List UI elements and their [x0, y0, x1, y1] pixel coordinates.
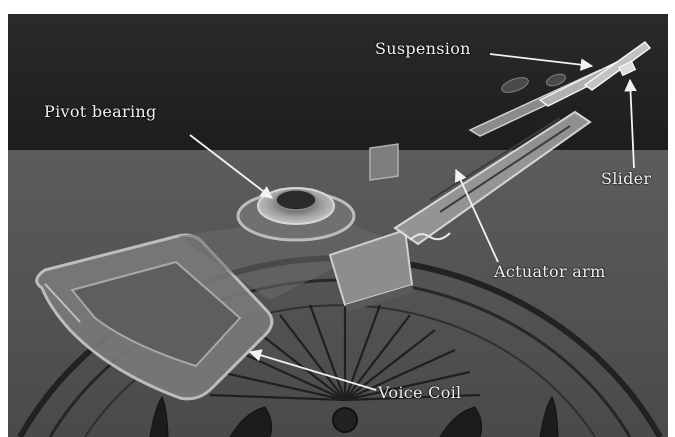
suspension-label: Suspension	[375, 39, 471, 58]
slider-label: Slider	[601, 169, 651, 188]
voice-coil-label: Voice Coil	[378, 383, 461, 402]
pivot-bearing-label: Pivot bearing	[44, 102, 157, 121]
actuator-arm-label: Actuator arm	[494, 262, 606, 281]
